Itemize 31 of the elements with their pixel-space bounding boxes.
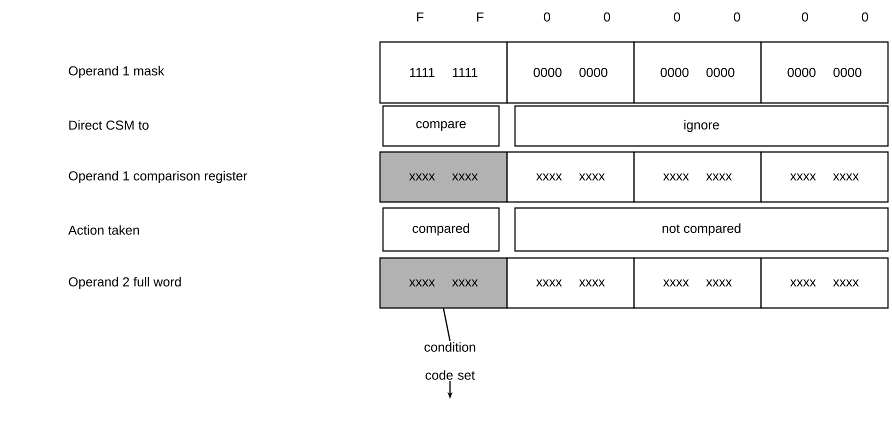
bit-field-cell: xxxx xxxx [760, 257, 889, 309]
hex-digit: 0 [604, 12, 610, 22]
shaded-bit-field-cell: xxxx xxxx [379, 151, 508, 203]
action-box: compared [382, 207, 500, 252]
shaded-bit-field-cell: xxxx xxxx [379, 257, 508, 309]
bit-field-cell: 1111 1111 [379, 41, 508, 104]
bit-field-cell: xxxx xxxx [760, 151, 889, 203]
hex-digit: F [417, 12, 424, 22]
bit-field-cell: xxxx xxxx [633, 151, 762, 203]
leader-line [442, 308, 451, 342]
bit-field-cell: xxxx xxxx [633, 257, 762, 309]
row-label: Operand 1 mask [68, 66, 164, 78]
row-label: Operand 1 comparison register [68, 170, 248, 184]
bit-field-cell: 0000 0000 [506, 41, 635, 104]
row-label: Direct CSM to [69, 120, 149, 130]
bit-field-cell: 0000 0000 [760, 41, 889, 104]
hex-digit: 0 [734, 12, 740, 22]
bit-field-cell: xxxx xxxx [506, 151, 635, 203]
hex-digit: 0 [862, 12, 868, 22]
row-label: Operand 2 full word [68, 276, 181, 290]
action-box: not compared [514, 207, 889, 252]
hex-digit: F [477, 12, 484, 22]
action-box: ignore [514, 105, 889, 147]
action-box: compare [382, 105, 500, 147]
hex-digit: 0 [544, 12, 550, 22]
hex-digit: 0 [802, 12, 808, 22]
note-text: condition code set [424, 342, 476, 380]
bit-field-cell: 0000 0000 [633, 41, 762, 104]
hex-digit: 0 [674, 12, 680, 22]
row-label: Action taken [68, 225, 139, 235]
bit-field-cell: xxxx xxxx [506, 257, 635, 309]
